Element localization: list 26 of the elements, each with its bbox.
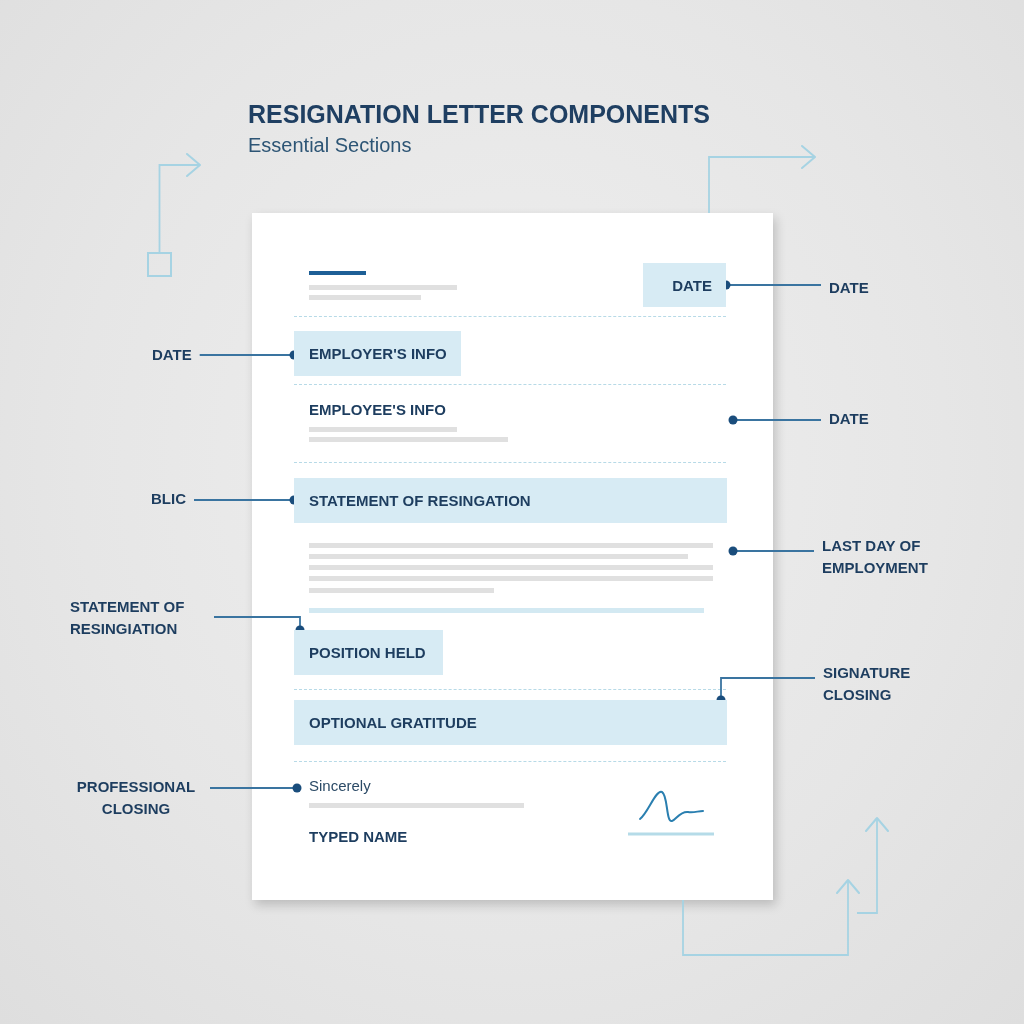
callout-label: LAST DAY OF EMPLOYMENT [814, 535, 944, 579]
callout-label: DATE [821, 408, 869, 430]
leader-line [728, 415, 822, 425]
section-label: TYPED NAME [309, 827, 408, 847]
letter-page [252, 213, 773, 900]
section-box: POSITION HELD [294, 630, 443, 675]
callout-label: DATE [152, 344, 200, 366]
section-label: EMPLOYEE'S INFO [309, 400, 446, 420]
leader-line [728, 546, 815, 556]
section-box: DATE [643, 263, 726, 307]
leader-line [209, 783, 302, 793]
callout-label: SIGNATURE CLOSING [815, 662, 945, 706]
callout-label: PROFESSIONAL CLOSING [70, 776, 210, 820]
section-box: EMPLOYER'S INFO [294, 331, 461, 376]
callout-label: DATE [821, 277, 869, 299]
title: RESIGNATION LETTER COMPONENTS [248, 100, 711, 129]
section-box: STATEMENT OF RESINGATION [294, 478, 727, 523]
arrow [682, 879, 860, 956]
callout-label: STATEMENT OF RESINGIATION [70, 596, 214, 640]
subtitle: Essential Sections [248, 134, 412, 157]
arrow [708, 145, 816, 214]
section-box: OPTIONAL GRATITUDE [294, 700, 727, 745]
callout-label: BLIC [151, 488, 194, 510]
square-icon [147, 252, 172, 277]
closing-text: Sincerely [297, 775, 371, 797]
arrow [158, 153, 201, 253]
